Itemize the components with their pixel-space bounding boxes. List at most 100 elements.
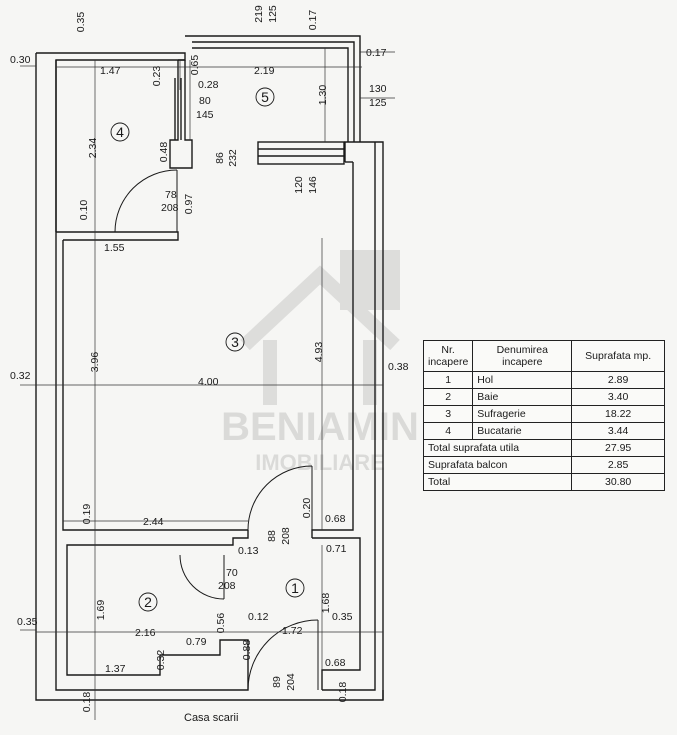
table-row: 1 Hol 2.89 <box>422 371 665 389</box>
total-useful-label: Total suprafata utila <box>422 439 573 457</box>
col-header-name: Denumirea incapere <box>472 340 573 372</box>
dim-text: 0.32 <box>155 650 167 671</box>
dim-text: 232 <box>227 149 239 167</box>
room-labels: 4 5 3 2 1 <box>110 87 305 612</box>
room-3-circle <box>225 332 245 352</box>
dim-text: 70 <box>226 567 238 579</box>
dim-text: 145 <box>196 109 214 121</box>
dim-text: 0.71 <box>326 543 347 555</box>
dim-text: 130 <box>369 83 387 95</box>
dim-text: 0.35 <box>75 12 87 33</box>
row-nr: 4 <box>422 422 474 440</box>
dim-text: 0.17 <box>366 47 387 59</box>
dim-text: 2.16 <box>135 627 156 639</box>
dim-text: 78 <box>165 189 177 201</box>
dim-text: 125 <box>369 97 387 109</box>
balcony-label: Suprafata balcon <box>422 456 573 474</box>
dim-text: 0.38 <box>388 361 409 373</box>
dim-text: 1.30 <box>317 85 329 106</box>
dim-text: 0.12 <box>248 611 269 623</box>
row-nr: 3 <box>422 405 474 423</box>
dim-text: 0.30 <box>10 54 31 66</box>
total-row: Total 30.80 <box>422 473 665 491</box>
dim-text: 0.65 <box>189 55 201 76</box>
area-table-header: Nr. incapere Denumirea incapere Suprafat… <box>422 340 665 372</box>
dim-text: 219 <box>253 5 265 23</box>
room-1-circle <box>285 578 305 598</box>
dimension-texts: 0.35 219 125 0.17 0.17 0.30 1.47 0.23 0.… <box>10 5 409 712</box>
total-value: 30.80 <box>571 473 665 491</box>
dim-text: 0.88 <box>241 640 253 661</box>
dim-text: 1.69 <box>95 600 107 621</box>
dim-text: 0.18 <box>81 692 93 713</box>
dim-text: 1.47 <box>100 65 121 77</box>
col-header-nr: Nr. incapere <box>422 340 474 372</box>
dim-text: 4.93 <box>313 342 325 363</box>
dim-text: 0.68 <box>325 657 346 669</box>
dim-text: 120 <box>293 176 305 194</box>
dim-text: 0.17 <box>307 10 319 31</box>
room-4-number: 4 <box>116 124 124 140</box>
dim-text: 86 <box>214 152 226 164</box>
row-area: 3.44 <box>571 422 665 440</box>
balcony-row: Suprafata balcon 2.85 <box>422 456 665 474</box>
dim-text: 2.34 <box>87 138 99 159</box>
table-row: 3 Sufragerie 18.22 <box>422 405 665 423</box>
dim-text: 1.37 <box>105 663 126 675</box>
dim-text: 0.32 <box>10 370 31 382</box>
row-area: 2.89 <box>571 371 665 389</box>
col-header-area: Suprafata mp. <box>571 340 665 372</box>
row-name: Baie <box>472 388 573 406</box>
dim-text: 0.35 <box>17 616 38 628</box>
dim-text: 2.19 <box>254 65 275 77</box>
room-5-circle <box>255 87 275 107</box>
dim-text: 3.96 <box>89 352 101 373</box>
dim-text: 0.23 <box>151 66 163 87</box>
row-name: Sufragerie <box>472 405 573 423</box>
dim-text: 146 <box>307 176 319 194</box>
area-table: Nr. incapere Denumirea incapere Suprafat… <box>422 340 665 491</box>
dim-text: 0.13 <box>238 545 259 557</box>
dim-text: 4.00 <box>198 376 219 388</box>
dim-text: 0.97 <box>183 194 195 215</box>
dim-text: 2.44 <box>143 516 164 528</box>
total-label: Total <box>422 473 573 491</box>
dim-text: 208 <box>280 527 292 545</box>
dim-text: 204 <box>285 673 297 691</box>
room-2-number: 2 <box>144 594 152 610</box>
dim-text: 0.79 <box>186 636 207 648</box>
dim-text: 0.68 <box>325 513 346 525</box>
dim-text: 88 <box>266 530 278 542</box>
total-useful-value: 27.95 <box>571 439 665 457</box>
dim-text: 208 <box>161 202 179 214</box>
dim-text: 0.28 <box>198 79 219 91</box>
row-area: 18.22 <box>571 405 665 423</box>
dim-text: 0.35 <box>332 611 353 623</box>
dim-text: 1.72 <box>282 625 303 637</box>
room-4-circle <box>110 122 130 142</box>
dim-text: 125 <box>267 5 279 23</box>
room-5-number: 5 <box>261 89 269 105</box>
dim-text: 0.20 <box>301 498 313 519</box>
table-row: 4 Bucatarie 3.44 <box>422 422 665 440</box>
dim-text: 89 <box>271 676 283 688</box>
dim-text: 0.18 <box>337 682 349 703</box>
stair-label: Casa scarii <box>184 712 239 724</box>
balcony-value: 2.85 <box>571 456 665 474</box>
row-name: Hol <box>472 371 573 389</box>
room-3-number: 3 <box>231 334 239 350</box>
row-name: Bucatarie <box>472 422 573 440</box>
dim-text: 0.19 <box>81 504 93 525</box>
row-nr: 1 <box>422 371 474 389</box>
table-row: 2 Baie 3.40 <box>422 388 665 406</box>
dim-text: 0.10 <box>78 200 90 221</box>
row-area: 3.40 <box>571 388 665 406</box>
room-1-number: 1 <box>291 580 299 596</box>
dim-text: 0.56 <box>215 613 227 634</box>
dimension-lines <box>20 48 395 720</box>
dim-text: 80 <box>199 95 211 107</box>
dim-text: 208 <box>218 580 236 592</box>
plan-walls <box>35 35 384 701</box>
